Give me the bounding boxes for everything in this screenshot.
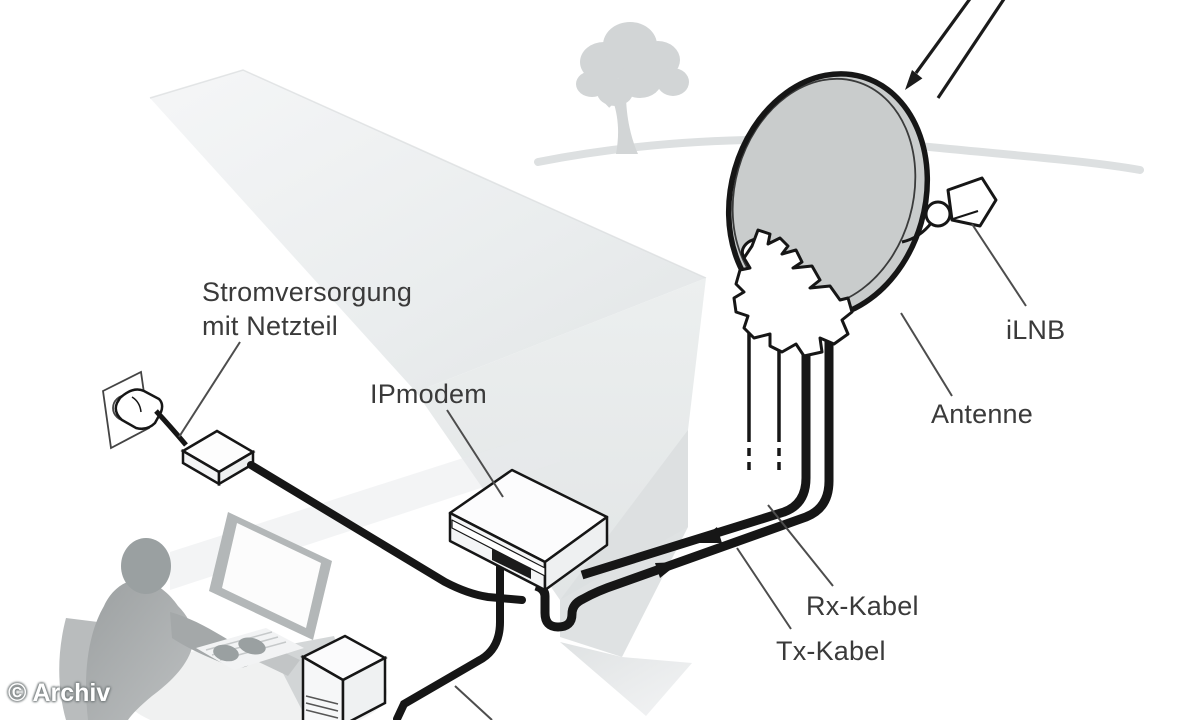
leader-modem <box>446 409 504 498</box>
tree-silhouette <box>576 22 689 154</box>
power-outlet <box>102 370 188 450</box>
label-rx-cable: Rx-Kabel <box>806 591 919 621</box>
coax-cables <box>534 328 834 632</box>
leader-ilnb <box>971 223 1027 307</box>
leader-tx <box>736 547 792 630</box>
ip-modem-device <box>448 468 609 592</box>
ethernet-cable <box>393 561 504 720</box>
label-ilnb: iLNB <box>1006 315 1066 345</box>
label-power-supply-line1: Stromversorgung <box>202 277 413 307</box>
tx-arrowhead <box>655 562 680 578</box>
power-plug <box>114 388 164 431</box>
hand-right <box>238 637 266 655</box>
monitor-screen <box>222 523 321 628</box>
label-antenna: Antenne <box>931 399 1033 429</box>
credit-watermark: © Archiv <box>8 679 111 707</box>
leader-antenna <box>900 312 953 397</box>
label-tx-cable: Tx-Kabel <box>776 636 886 666</box>
person-body <box>85 579 194 720</box>
leader-power <box>178 341 241 438</box>
tx-cable <box>534 331 834 632</box>
leader-rx <box>767 504 834 587</box>
dish-mount-bracket <box>732 228 854 358</box>
pc-tower <box>300 634 388 720</box>
rx-cable <box>580 328 811 580</box>
signal-arrows <box>905 0 1006 99</box>
leader-lines <box>178 223 1027 630</box>
power-cable <box>247 461 526 604</box>
dish-mast <box>747 330 781 470</box>
person-head <box>121 538 171 594</box>
cutoff-leader-line <box>454 685 493 720</box>
power-adapter <box>180 429 256 487</box>
label-ipmodem: IPmodem <box>370 379 487 409</box>
hand-left <box>213 644 239 662</box>
rx-arrowhead <box>696 527 722 543</box>
label-power-supply-line2: mit Netzteil <box>202 311 338 341</box>
ilnb-device <box>901 176 998 244</box>
label-power-supply: Stromversorgung mit Netzteil <box>202 275 412 343</box>
